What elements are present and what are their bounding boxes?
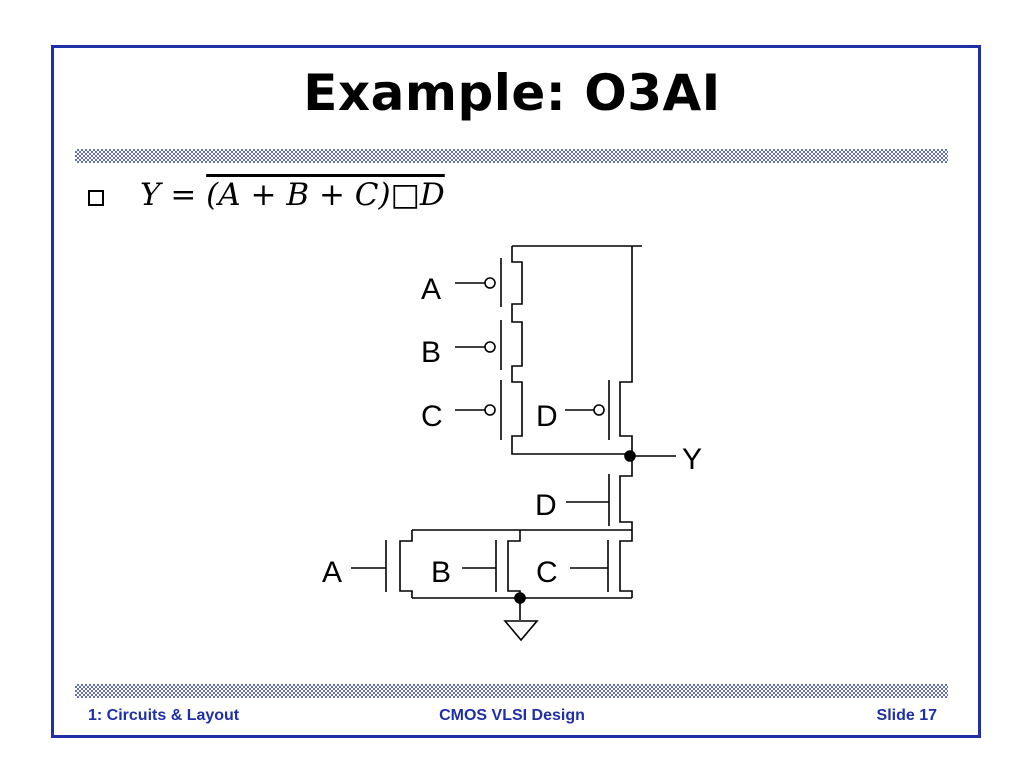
footer-slide-number: Slide 17 [876, 707, 937, 724]
ground-node-dot [514, 592, 526, 604]
equation-lhs: Y [140, 177, 161, 213]
bullet-square-icon [88, 190, 104, 206]
nmos-c-path [619, 530, 633, 598]
nmos-b-label: B [431, 556, 451, 589]
pmos-d-bubble [593, 404, 605, 416]
pmos-a-bubble [484, 277, 496, 289]
pmos-c-label: C [421, 400, 443, 433]
footer-divider [75, 684, 948, 698]
boolean-equation: Y = (A + B + C)□D [140, 177, 445, 213]
title-divider [75, 149, 948, 163]
output-node-dot [624, 450, 636, 462]
equation-equals: = [160, 177, 207, 213]
nmos-d-path [619, 456, 633, 530]
slide-title: Example: O3AI [303, 64, 721, 122]
footer-course: 1: Circuits & Layout [88, 707, 240, 724]
equation-rhs: (A + B + C)□D [206, 177, 445, 213]
pmos-a-label: A [421, 273, 441, 306]
nmos-b-path [507, 530, 521, 598]
footer-book-title: CMOS VLSI Design [439, 707, 585, 724]
pmos-d-path [619, 246, 633, 460]
ground-icon [503, 620, 539, 642]
nmos-c-label: C [536, 556, 558, 589]
nmos-a-label: A [322, 556, 342, 589]
nmos-a-path [399, 530, 413, 598]
pmos-b-label: B [421, 336, 441, 369]
pmos-stack-drain-path [511, 246, 632, 455]
pmos-c-bubble [484, 404, 496, 416]
nmos-d-label: D [535, 489, 557, 522]
output-y-label: Y [682, 443, 702, 476]
pmos-d-label: D [536, 400, 558, 433]
pmos-b-bubble [484, 341, 496, 353]
